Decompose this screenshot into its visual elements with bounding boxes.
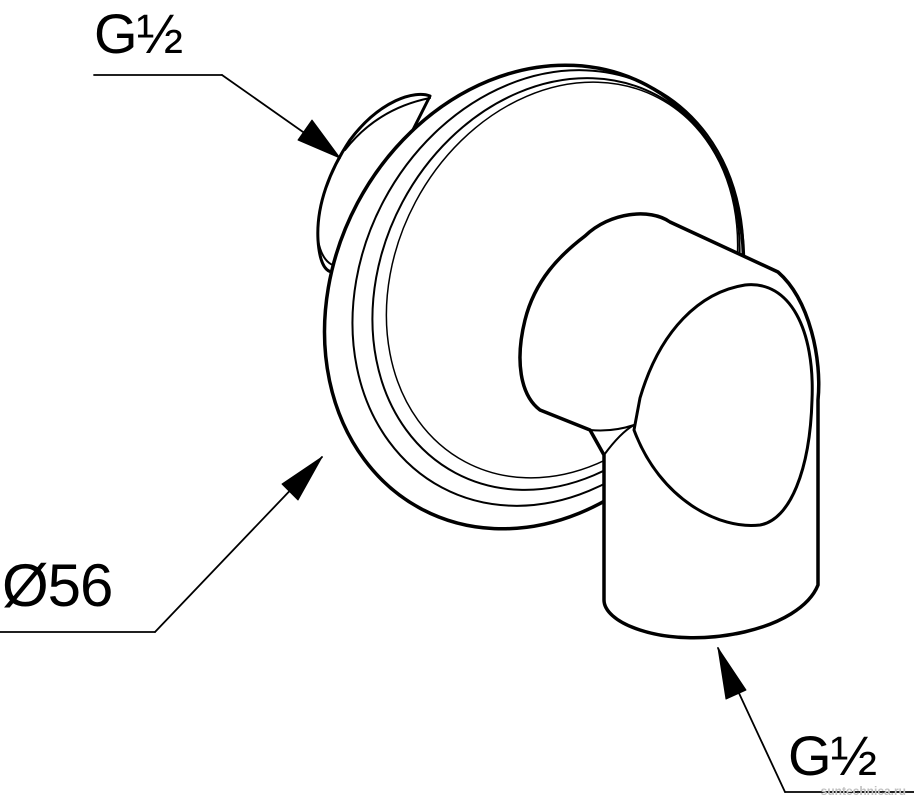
thread-label-top: G½ <box>94 2 183 65</box>
thread-label-bottom: G½ <box>788 724 877 787</box>
elbow-outlet <box>518 212 821 640</box>
leader-top <box>93 74 341 159</box>
diameter-label: Ø56 <box>2 552 113 619</box>
arrow-top <box>297 119 341 159</box>
arrow-diameter <box>281 456 323 501</box>
arrow-bottom <box>717 647 747 700</box>
watermark: suntechnica.ru <box>820 784 906 798</box>
